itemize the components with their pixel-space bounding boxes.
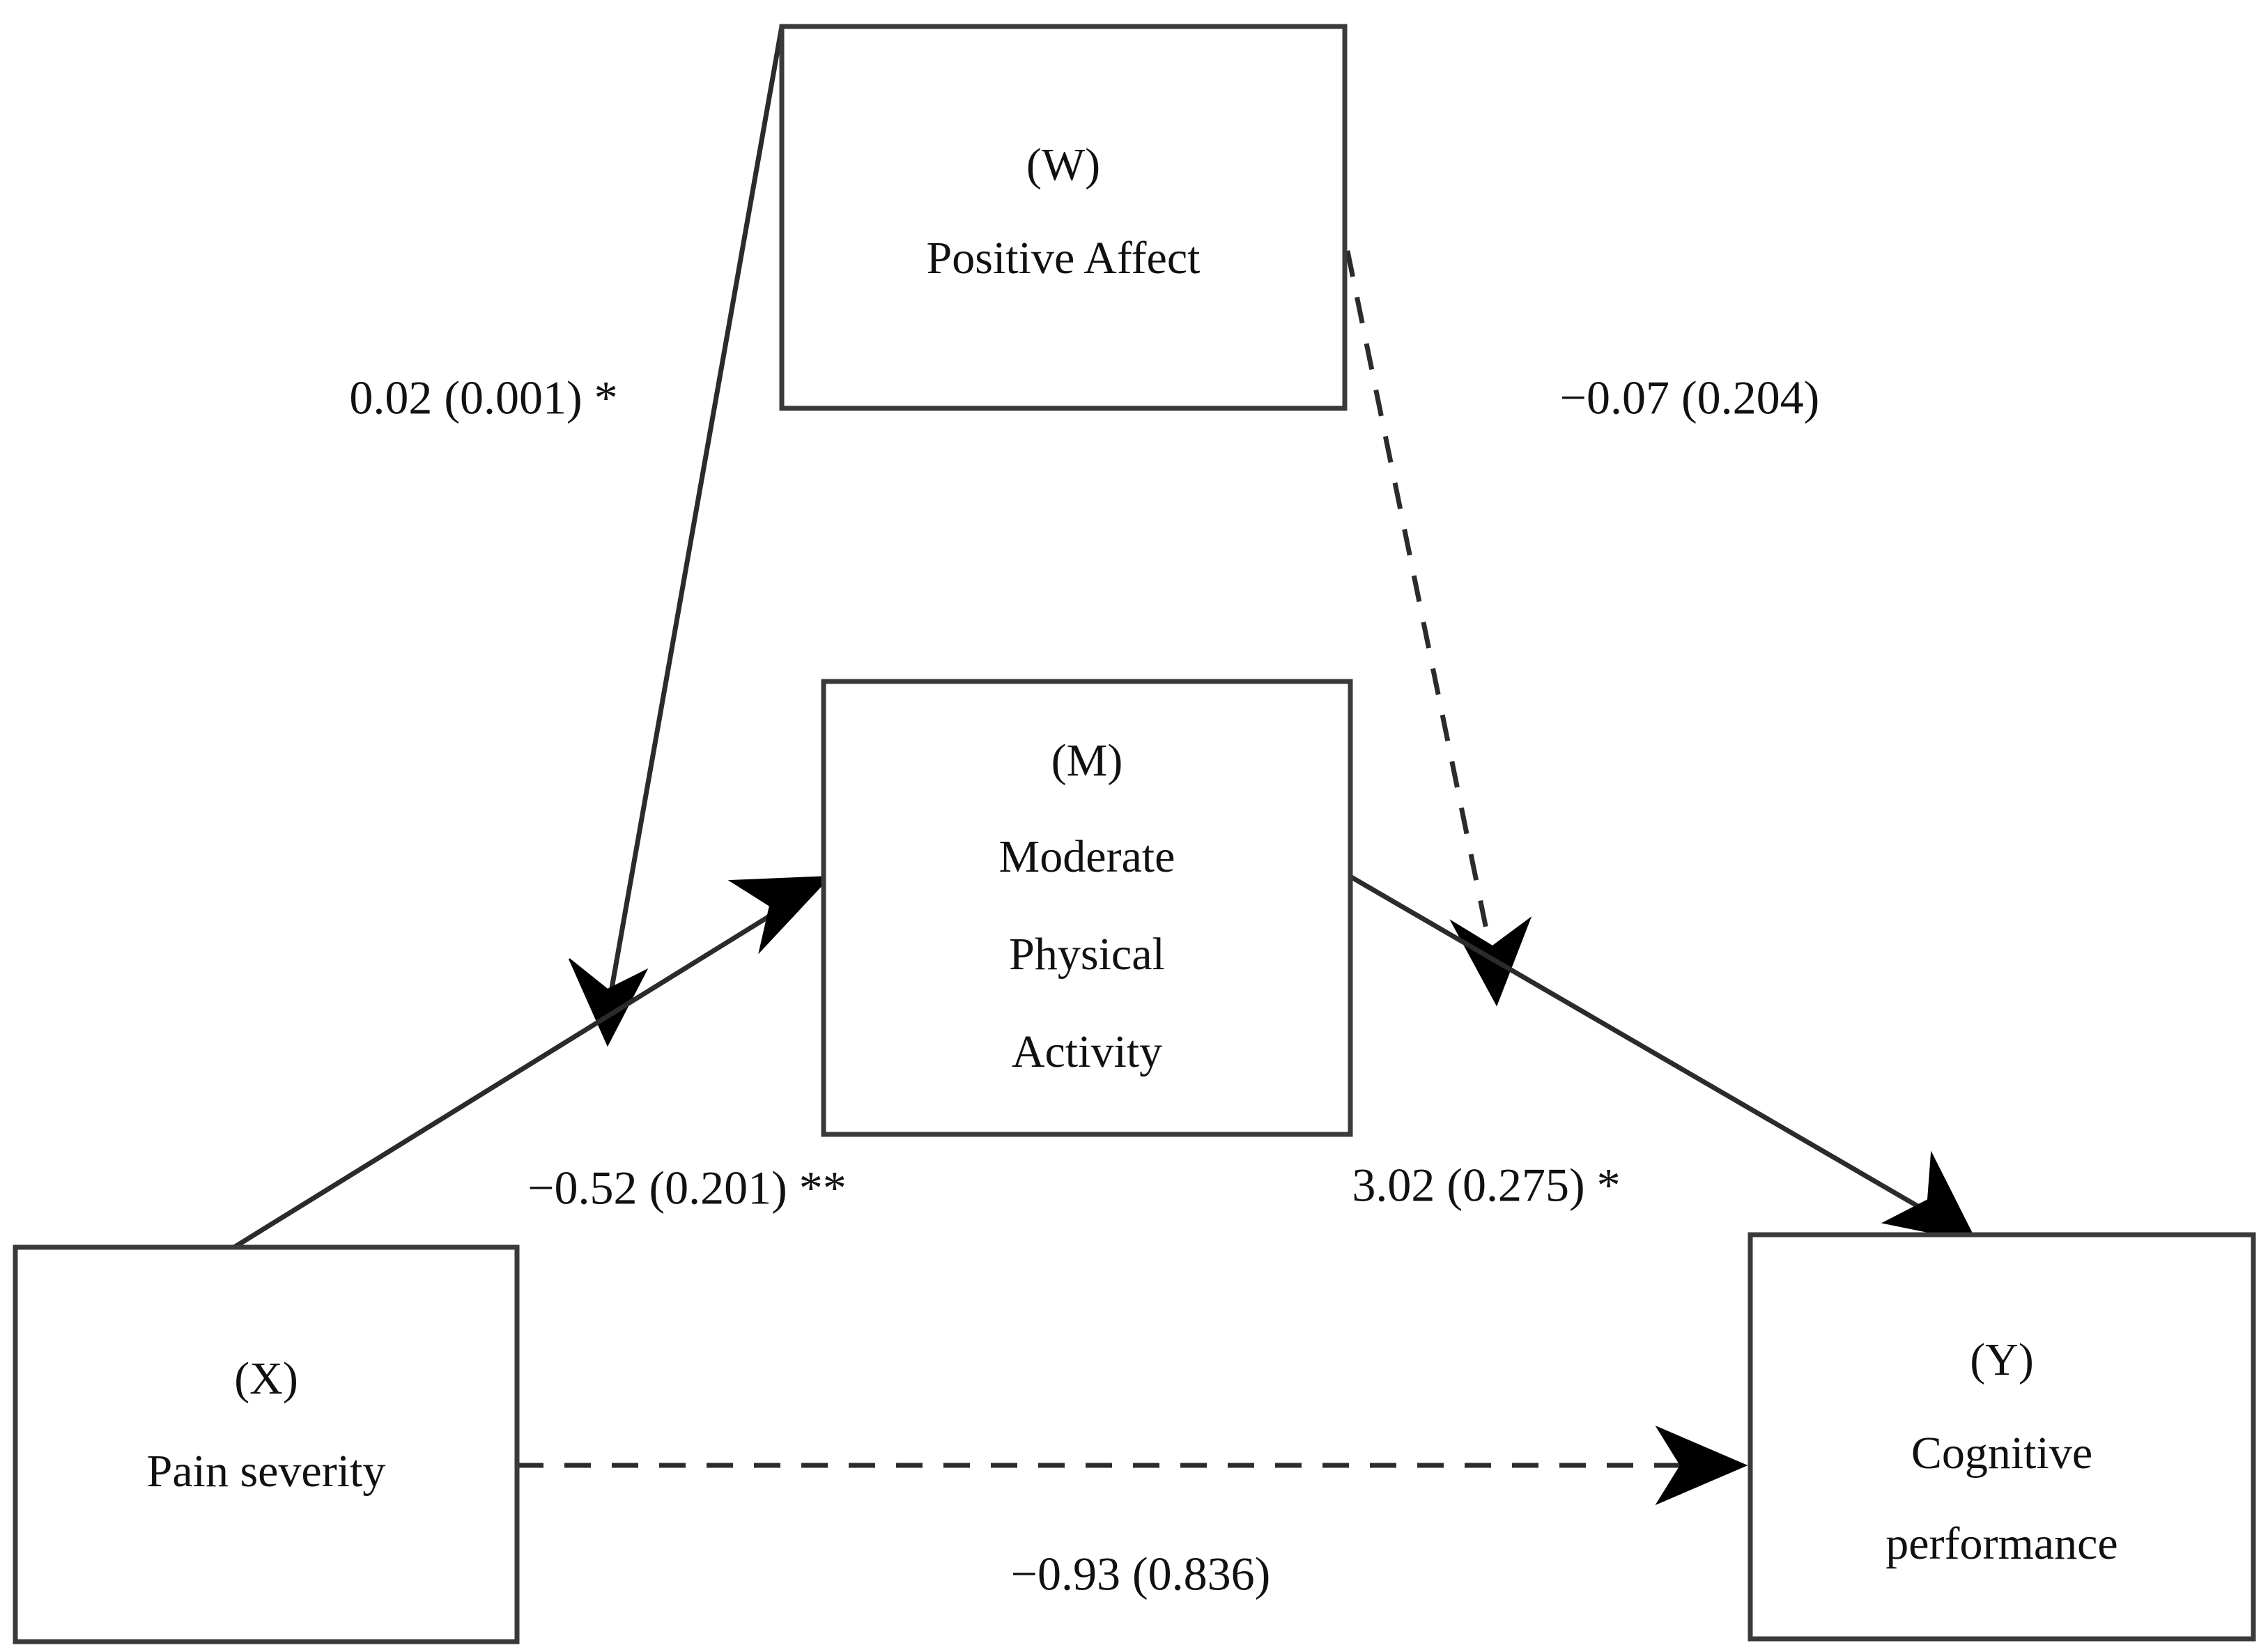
edge-w-moderates-a-path xyxy=(569,26,785,1047)
edge-w-b-arrowhead xyxy=(1449,916,1532,1007)
edge-x-to-m-arrowhead xyxy=(727,875,832,955)
edge-w-a-line xyxy=(605,26,785,1012)
node-y-line2-label: performance xyxy=(1885,1518,2117,1569)
edge-label-x-to-y-direct: −0.93 (0.836) xyxy=(1011,1548,1271,1601)
node-w-positive-affect[interactable]: (W) Positive Affect xyxy=(779,24,1348,411)
node-m-line3-label: Activity xyxy=(1012,1026,1162,1077)
edge-label-x-to-m: −0.52 (0.201) ** xyxy=(527,1162,847,1215)
node-m-line1-label: Moderate xyxy=(999,831,1175,882)
node-m-moderate-physical-activity[interactable]: (M) Moderate Physical Activity xyxy=(821,679,1353,1137)
edge-w-moderates-b-path xyxy=(1316,111,1532,1007)
node-w-role-label: (W) xyxy=(1026,139,1100,190)
node-y-cognitive-performance[interactable]: (Y) Cognitive performance xyxy=(1748,1232,2256,1642)
edge-label-w-moderates-a-path: 0.02 (0.001) * xyxy=(349,371,617,424)
node-m-role-label: (M) xyxy=(1051,735,1123,786)
node-m-box[interactable] xyxy=(821,679,1353,1137)
node-y-role-label: (Y) xyxy=(1970,1334,2034,1385)
edge-x-to-m xyxy=(233,875,832,1249)
edge-m-to-y xyxy=(1349,874,1977,1243)
node-x-pain-severity[interactable]: (X) Pain severity xyxy=(13,1244,520,1644)
node-y-box[interactable] xyxy=(1748,1232,2256,1642)
edge-w-b-line xyxy=(1316,111,1497,971)
edge-label-m-to-y: 3.02 (0.275) * xyxy=(1352,1159,1620,1212)
node-x-role-label: (X) xyxy=(234,1353,298,1404)
edge-x-to-m-line xyxy=(233,881,824,1249)
node-x-box[interactable] xyxy=(13,1244,520,1644)
node-x-name-label: Pain severity xyxy=(147,1446,386,1497)
node-w-box[interactable] xyxy=(779,24,1348,411)
edge-label-w-moderates-b-path: −0.07 (0.204) xyxy=(1560,371,1820,424)
edge-x-to-y-arrowhead xyxy=(1655,1425,1748,1506)
node-w-name-label: Positive Affect xyxy=(927,233,1201,284)
edge-x-to-y-direct xyxy=(517,1425,1748,1506)
edge-m-to-y-arrowhead xyxy=(1881,1150,1977,1243)
edge-m-to-y-line xyxy=(1349,874,1968,1238)
node-y-line1-label: Cognitive xyxy=(1911,1428,2092,1479)
node-m-line2-label: Physical xyxy=(1009,929,1165,980)
edge-w-a-arrowhead xyxy=(569,958,649,1047)
